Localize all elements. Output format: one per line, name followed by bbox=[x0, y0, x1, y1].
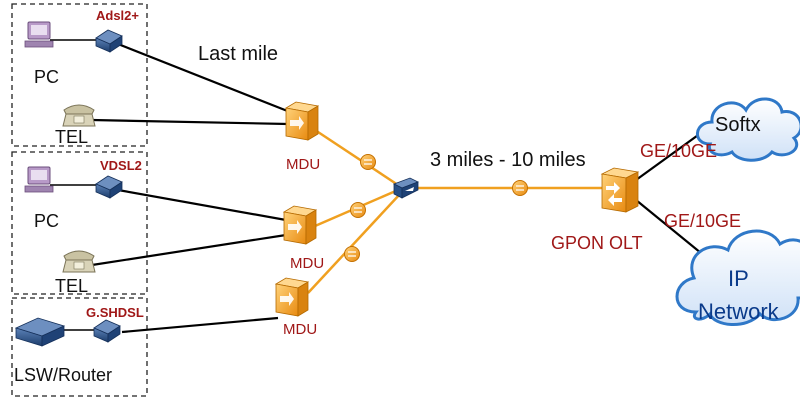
ge-label-ip: GE/10GE bbox=[664, 211, 742, 231]
fiber-mdu1-splitter bbox=[314, 128, 399, 187]
lsw-router-label: LSW/Router bbox=[14, 365, 113, 385]
subscriber-group-gshdsl bbox=[11, 297, 148, 397]
telephone-icon bbox=[62, 104, 96, 127]
copper-line-adsl bbox=[117, 42, 291, 114]
ge-label-softx: GE/10GE bbox=[640, 141, 718, 161]
gpon-olt-label: GPON OLT bbox=[551, 233, 643, 253]
fiber-node-icon bbox=[360, 154, 376, 170]
tel-label-1: TEL bbox=[55, 127, 89, 147]
modem-icon bbox=[95, 29, 123, 53]
adsl-label: Adsl2+ bbox=[96, 8, 139, 23]
subscriber-group-adsl bbox=[11, 3, 148, 147]
copper-line-tel2 bbox=[91, 233, 287, 267]
gshdsl-label: G.SHDSL bbox=[86, 305, 144, 320]
fiber-mdu3-splitter bbox=[307, 193, 401, 294]
copper-line-vdsl bbox=[117, 188, 287, 222]
pc-label-2: PC bbox=[34, 211, 60, 231]
ip-label-line2: Network bbox=[698, 299, 779, 324]
subscriber-group-vdsl bbox=[11, 151, 148, 295]
vdsl-label: VDSL2 bbox=[100, 158, 142, 173]
splitter-icon bbox=[393, 177, 419, 199]
distance-label: 3 miles - 10 miles bbox=[430, 149, 586, 171]
fiber-node-icon bbox=[344, 246, 360, 262]
mdu-icon bbox=[274, 277, 310, 317]
ip-label-line1: IP bbox=[728, 266, 749, 291]
olt-icon bbox=[600, 167, 640, 213]
fiber-node-icon bbox=[350, 202, 366, 218]
last-mile-label: Last mile bbox=[198, 43, 279, 65]
modem-icon bbox=[93, 319, 121, 343]
pc-label-1: PC bbox=[34, 67, 60, 87]
mdu-label-1: MDU bbox=[286, 156, 321, 173]
telephone-icon bbox=[62, 250, 96, 273]
pc-icon bbox=[24, 21, 54, 48]
cloud-icon bbox=[675, 229, 800, 327]
switch-router-icon bbox=[14, 317, 66, 347]
mdu-label-3: MDU bbox=[283, 321, 318, 338]
copper-line-gshdsl bbox=[121, 316, 279, 334]
cloud-icon bbox=[696, 97, 800, 162]
mdu-label-2: MDU bbox=[290, 255, 325, 272]
modem-icon bbox=[95, 175, 123, 199]
copper-line-tel1 bbox=[91, 118, 289, 126]
softx-label: Softx bbox=[715, 114, 761, 136]
tel-label-2: TEL bbox=[55, 276, 89, 296]
pc-icon bbox=[24, 166, 54, 193]
mdu-icon bbox=[284, 101, 320, 141]
mdu-icon bbox=[282, 205, 318, 245]
fiber-node-icon bbox=[512, 180, 528, 196]
